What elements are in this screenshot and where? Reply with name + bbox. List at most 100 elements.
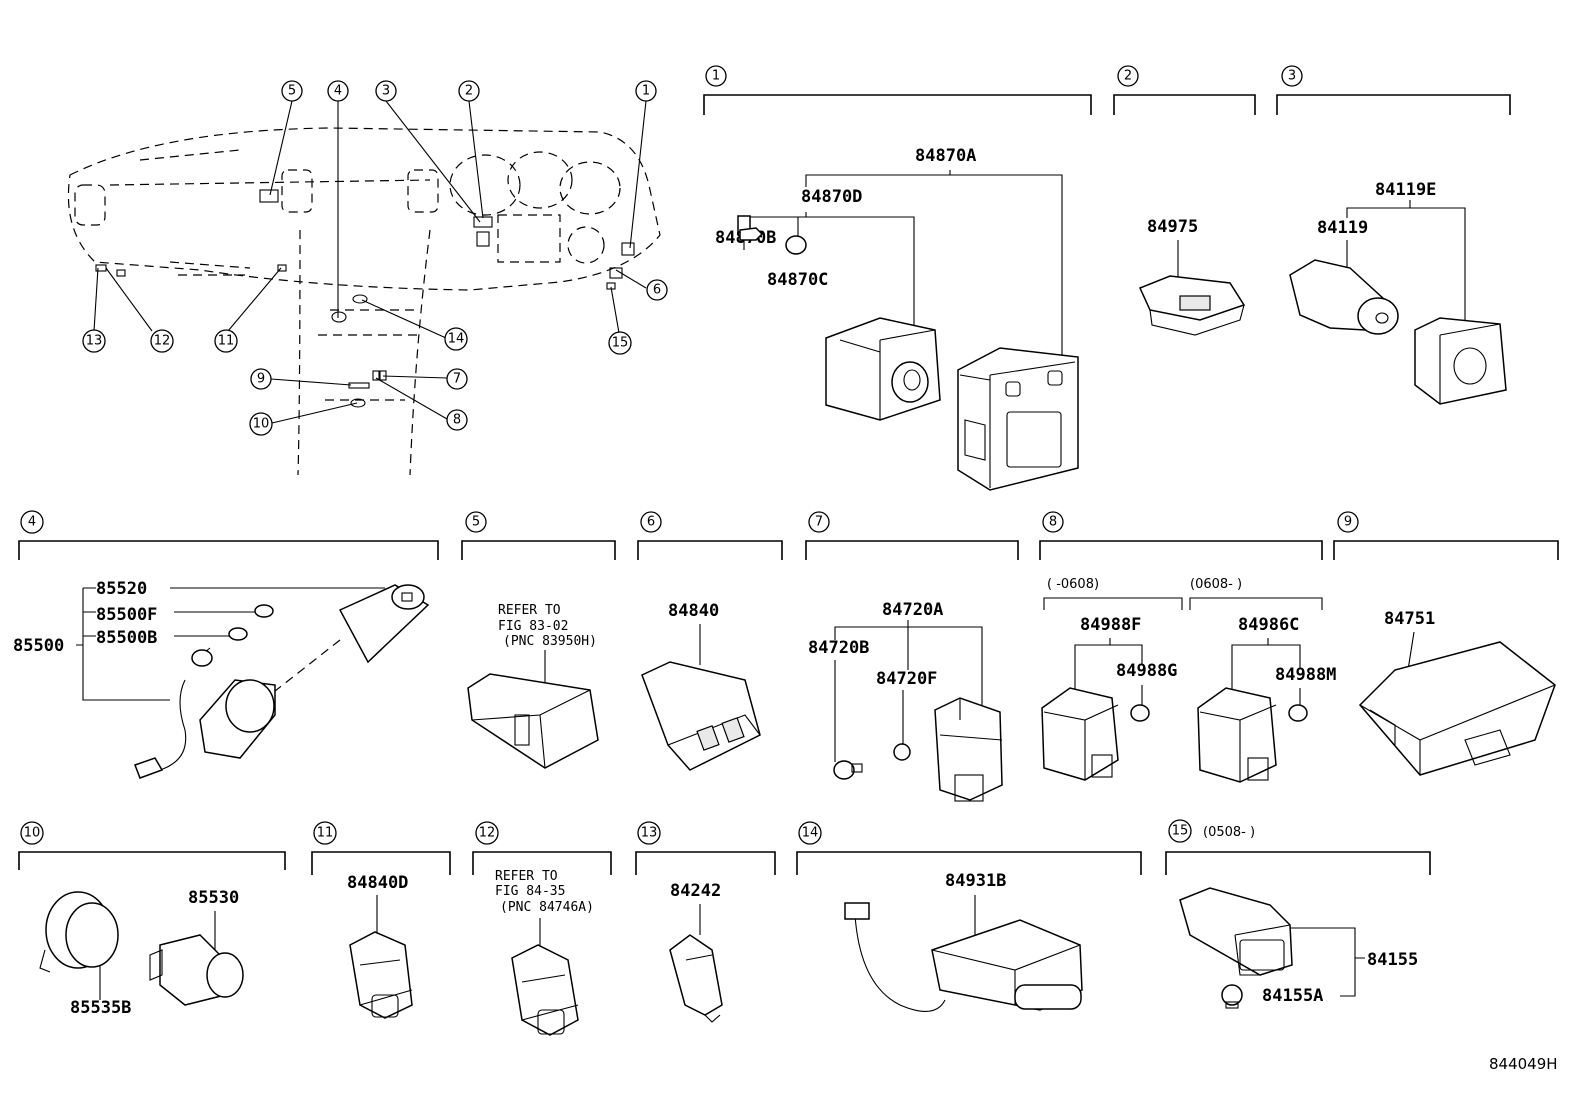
- svg-text:6: 6: [647, 515, 655, 530]
- label-85500: 85500: [13, 636, 64, 656]
- svg-text:15: 15: [612, 336, 629, 351]
- part-84720B: [833, 760, 863, 780]
- part-84986C: [1197, 687, 1277, 783]
- group-1: 1 84870A 84870D 84870B 84870C: [703, 65, 1092, 491]
- label-84986C: 84986C: [1238, 615, 1299, 635]
- part-84119: [1289, 259, 1399, 335]
- svg-text:11: 11: [218, 334, 235, 349]
- part-84720A: [934, 697, 1003, 802]
- label-84119E: 84119E: [1375, 180, 1436, 200]
- label-84870C: 84870C: [767, 270, 828, 290]
- part-84988F: [1041, 687, 1119, 781]
- part-85500-socket: [134, 647, 276, 779]
- svg-text:(PNC 84746A): (PNC 84746A): [500, 900, 594, 915]
- label-85530: 85530: [188, 888, 239, 908]
- group-7: 7 84720A 84720B 84720F: [805, 511, 1019, 802]
- svg-text:13: 13: [86, 334, 103, 349]
- group-15: 15 (0508- ) 84155 84155A: [1165, 819, 1431, 1009]
- part-85500F: [254, 604, 274, 618]
- part-84870A-panel: [957, 347, 1079, 491]
- svg-text:4: 4: [334, 84, 342, 99]
- label-84242: 84242: [670, 881, 721, 901]
- label-84870D: 84870D: [801, 187, 862, 207]
- label-84840D: 84840D: [347, 873, 408, 893]
- svg-text:13: 13: [641, 826, 658, 841]
- group-2: 2 84975: [1113, 65, 1256, 336]
- svg-text:( -0608): ( -0608): [1047, 577, 1099, 592]
- dashboard-callouts: 5 4 3 2 1 6 15 14 7 8 9 10 11 12 13: [82, 80, 668, 436]
- part-84988G: [1130, 704, 1150, 722]
- svg-text:5: 5: [472, 515, 480, 530]
- group-14: 14 84931B: [796, 821, 1142, 1012]
- part-84840D: [349, 931, 413, 1019]
- svg-text:3: 3: [1288, 69, 1296, 84]
- callout-15: 15: [608, 331, 632, 355]
- svg-text:14: 14: [448, 332, 465, 347]
- svg-text:7: 7: [453, 372, 461, 387]
- svg-text:(PNC 83950H): (PNC 83950H): [503, 634, 597, 649]
- callout-13: 13: [82, 329, 106, 353]
- svg-text:10: 10: [24, 826, 41, 841]
- part-refer-83950H: [467, 673, 599, 769]
- svg-text:3: 3: [382, 84, 390, 99]
- svg-text:FIG 84-35: FIG 84-35: [495, 884, 565, 899]
- label-85500F: 85500F: [96, 605, 157, 625]
- callout-3: 3: [375, 80, 397, 102]
- svg-text:1: 1: [712, 69, 720, 84]
- svg-text:2: 2: [1124, 69, 1132, 84]
- part-refer-84746A: [511, 944, 579, 1036]
- part-85500B: [228, 627, 248, 641]
- svg-text:1: 1: [642, 84, 650, 99]
- svg-text:5: 5: [288, 84, 296, 99]
- diagram-code: 844049H: [1489, 1055, 1558, 1073]
- part-marker-5: [259, 189, 279, 203]
- part-84720F: [893, 743, 911, 761]
- group-9: 9 84751: [1333, 511, 1559, 776]
- svg-text:8: 8: [453, 413, 461, 428]
- callout-7: 7: [446, 368, 468, 390]
- part-84870C: [785, 235, 807, 255]
- label-84931B: 84931B: [945, 871, 1006, 891]
- label-84840: 84840: [668, 601, 719, 621]
- callout-1: 1: [635, 80, 657, 102]
- group-13: 13 84242: [635, 821, 776, 1023]
- svg-text:REFER TO: REFER TO: [495, 869, 558, 884]
- part-85535B: [39, 891, 119, 973]
- svg-text:4: 4: [28, 515, 36, 530]
- part-84155: [1179, 887, 1293, 976]
- svg-text:14: 14: [802, 826, 819, 841]
- callout-12: 12: [150, 329, 174, 353]
- label-84720A: 84720A: [882, 600, 943, 620]
- label-85500B: 85500B: [96, 628, 157, 648]
- callout-8: 8: [446, 409, 468, 431]
- part-84119E: [1414, 317, 1507, 405]
- dashboard-overview: [67, 100, 661, 476]
- group-6: 6 84840: [637, 511, 783, 771]
- callout-4: 4: [327, 80, 349, 102]
- label-84988G: 84988G: [1116, 661, 1177, 681]
- part-84155A: [1221, 984, 1243, 1009]
- label-84119: 84119: [1317, 218, 1368, 238]
- part-84870D-switch: [825, 317, 941, 421]
- group-11: 11 84840D: [311, 821, 451, 1019]
- label-85535B: 85535B: [70, 998, 131, 1018]
- callout-14: 14: [444, 327, 468, 351]
- svg-text:9: 9: [1344, 515, 1352, 530]
- svg-text:15: 15: [1172, 824, 1189, 839]
- part-85530: [149, 934, 244, 1006]
- part-84931B: [844, 902, 1083, 1012]
- group-8: 8 ( -0608) (0608- ) 84988F 84988G 84986C…: [1039, 511, 1336, 783]
- part-84975: [1138, 275, 1246, 336]
- group-10: 10 85530 85535B: [18, 821, 286, 1018]
- svg-text:(0608- ): (0608- ): [1190, 577, 1242, 592]
- svg-text:10: 10: [253, 417, 270, 432]
- svg-text:6: 6: [653, 283, 661, 298]
- part-84870B: [737, 215, 764, 241]
- label-84751: 84751: [1384, 609, 1435, 629]
- part-84988M: [1288, 704, 1308, 722]
- callout-5: 5: [281, 80, 303, 102]
- label-84988F: 84988F: [1080, 615, 1141, 635]
- svg-text:12: 12: [479, 826, 496, 841]
- svg-text:12: 12: [154, 334, 171, 349]
